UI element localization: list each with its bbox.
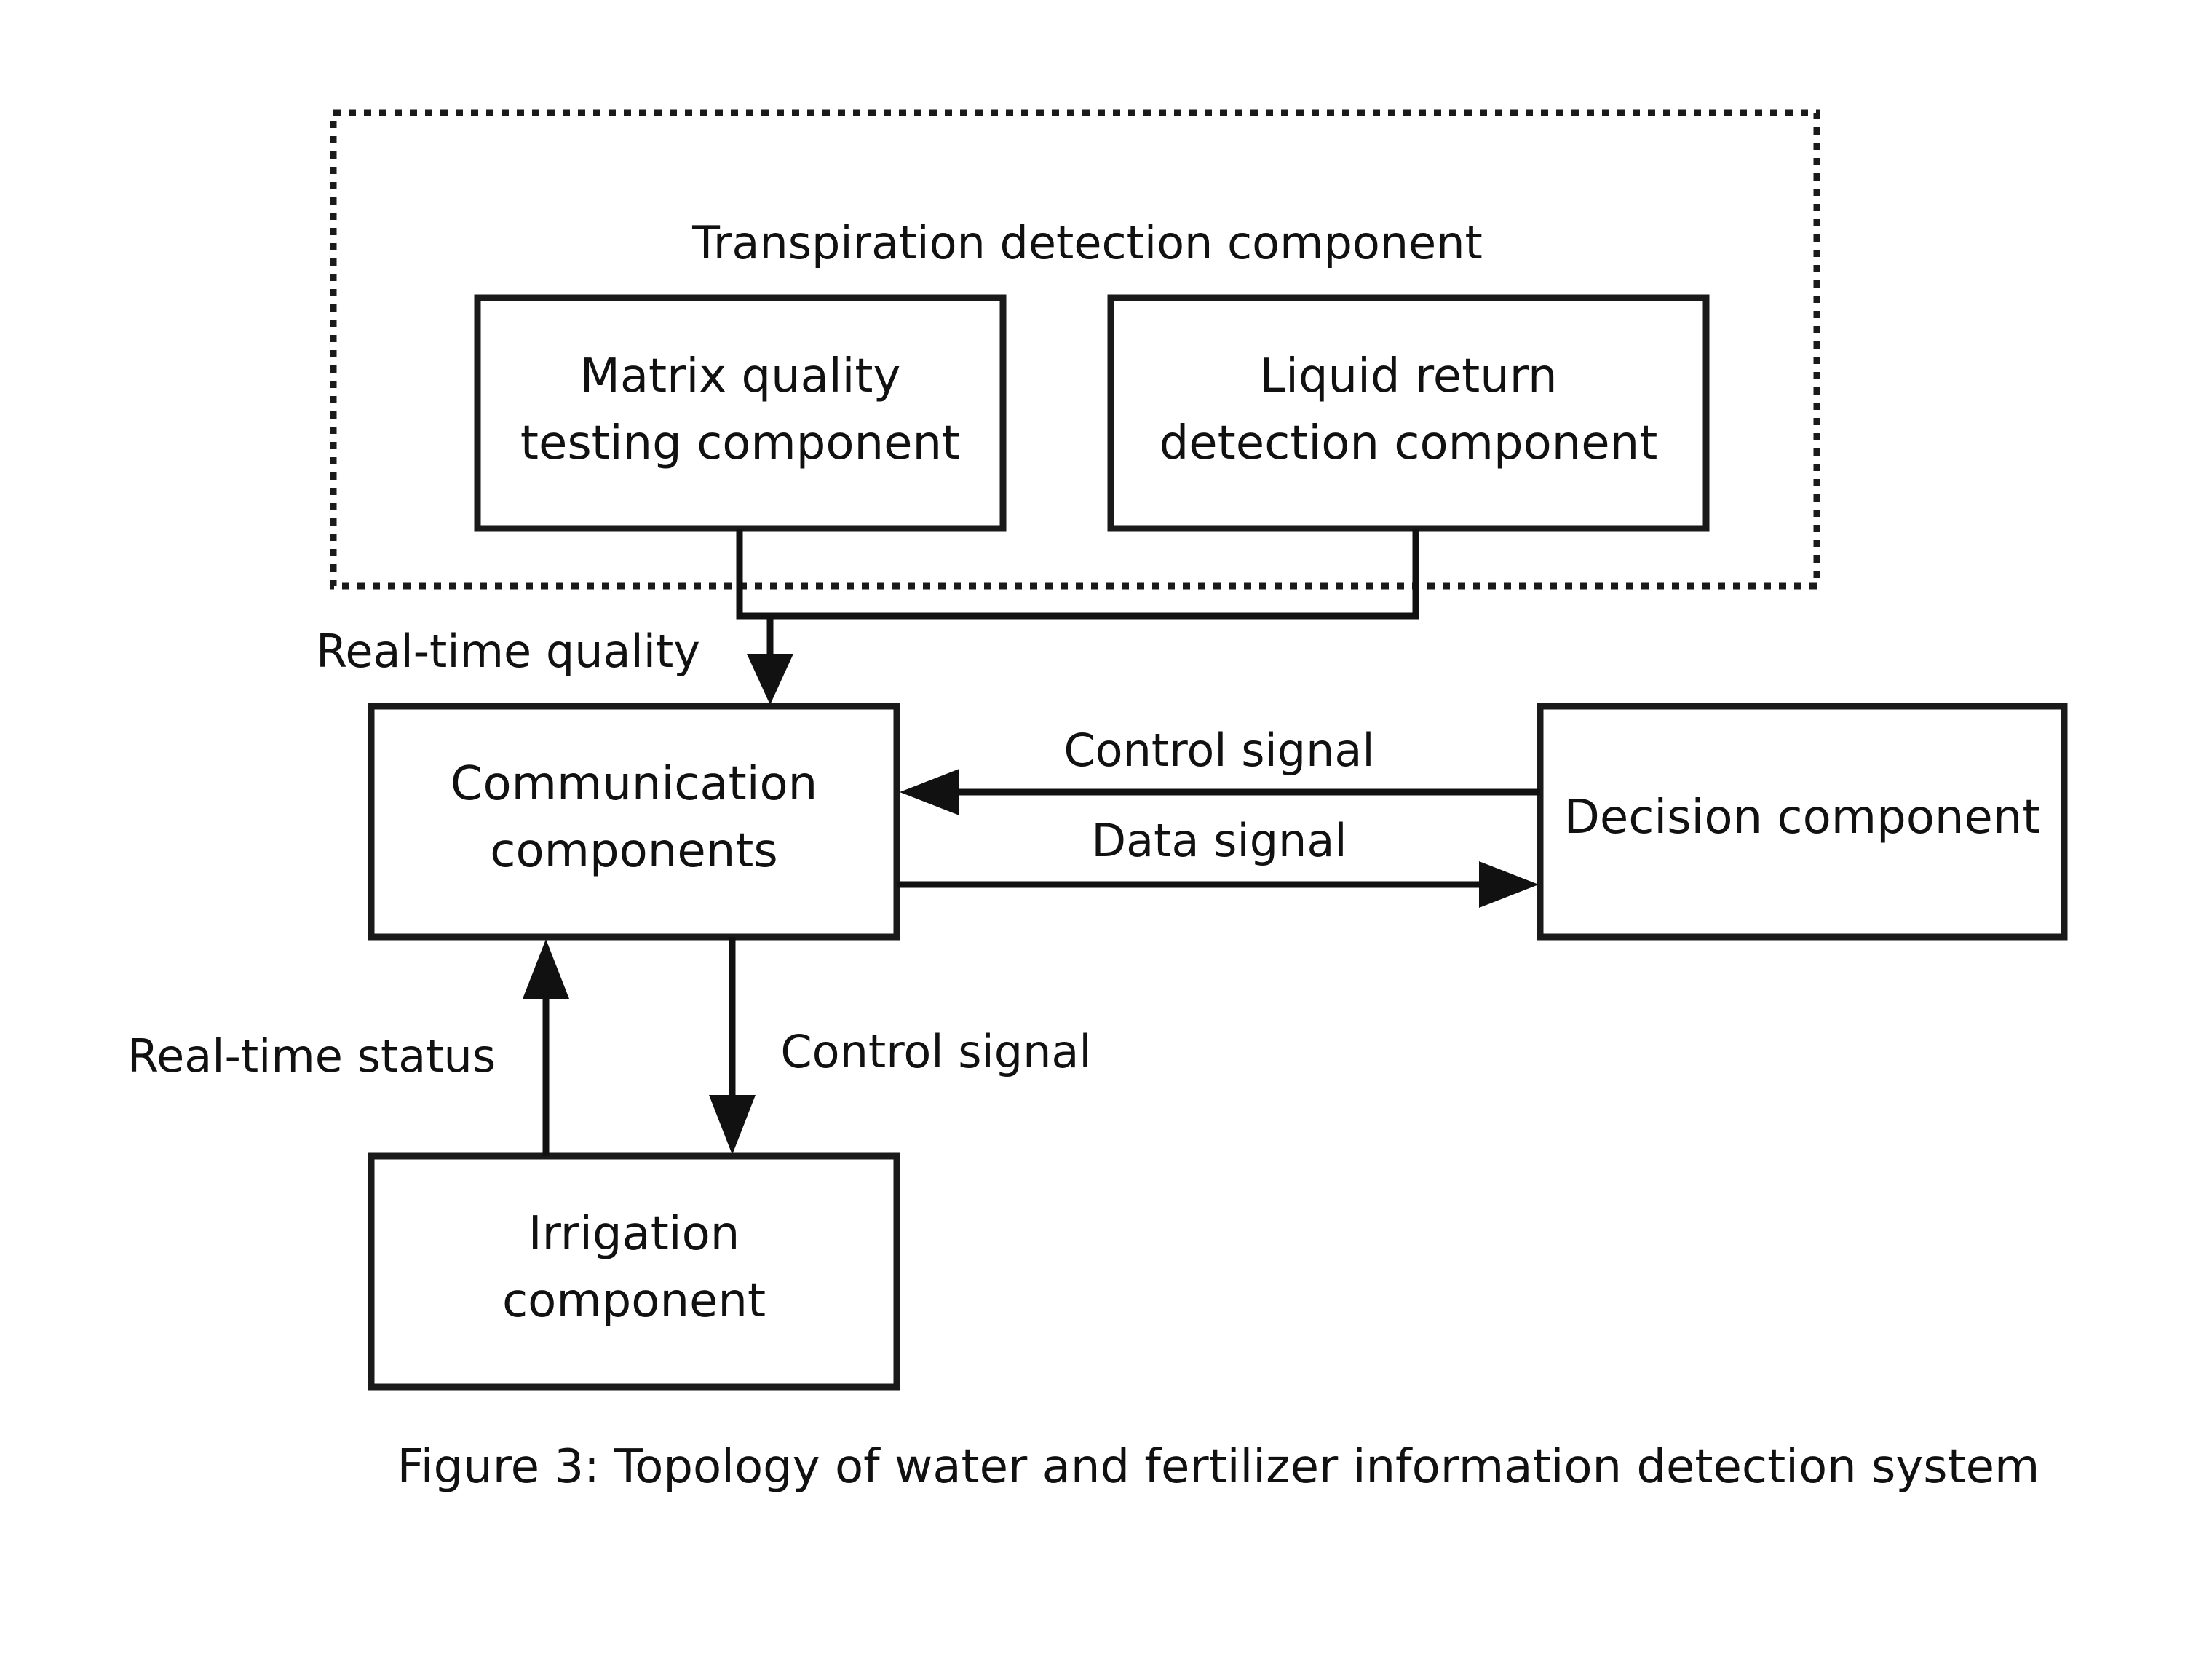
liquid-return-box <box>1107 294 1710 532</box>
control-to-comm-arrowhead <box>900 769 959 815</box>
matrix-quality-label-line1: Matrix quality <box>580 349 901 403</box>
control-to-irrigation-label: Control signal <box>780 1025 1091 1078</box>
data-to-decision-label: Data signal <box>1091 814 1347 867</box>
irrigation-box <box>368 1152 900 1391</box>
irrigation-label-line2: component <box>502 1274 766 1328</box>
decision-label: Decision component <box>1564 791 2041 845</box>
realtime-status-label: Real-time status <box>127 1029 496 1083</box>
control-to-comm-label: Control signal <box>1063 724 1374 777</box>
liquid-return-label-line2: detection component <box>1159 416 1658 470</box>
data-to-decision-arrowhead <box>1479 861 1539 908</box>
transpiration-group-label: Transpiration detection component <box>691 216 1483 269</box>
detectors-merge-wire <box>736 529 1419 620</box>
liquid-return-label-line1: Liquid return <box>1259 349 1557 403</box>
figure-caption: Figure 3: Topology of water and fertiliz… <box>397 1440 2040 1494</box>
realtime-quality-arrowhead <box>747 654 793 705</box>
decision-box <box>1537 703 2068 941</box>
realtime-status-arrowhead <box>523 939 569 999</box>
matrix-quality-box <box>474 294 1007 532</box>
irrigation-label-line1: Irrigation <box>528 1207 740 1261</box>
communication-label-line2: components <box>490 824 777 878</box>
communication-label-line1: Communication <box>451 757 817 811</box>
communication-box <box>368 703 900 941</box>
matrix-quality-label-line2: testing component <box>520 416 960 470</box>
control-to-irrigation-arrowhead <box>709 1095 756 1155</box>
realtime-quality-label: Real-time quality <box>316 625 700 678</box>
